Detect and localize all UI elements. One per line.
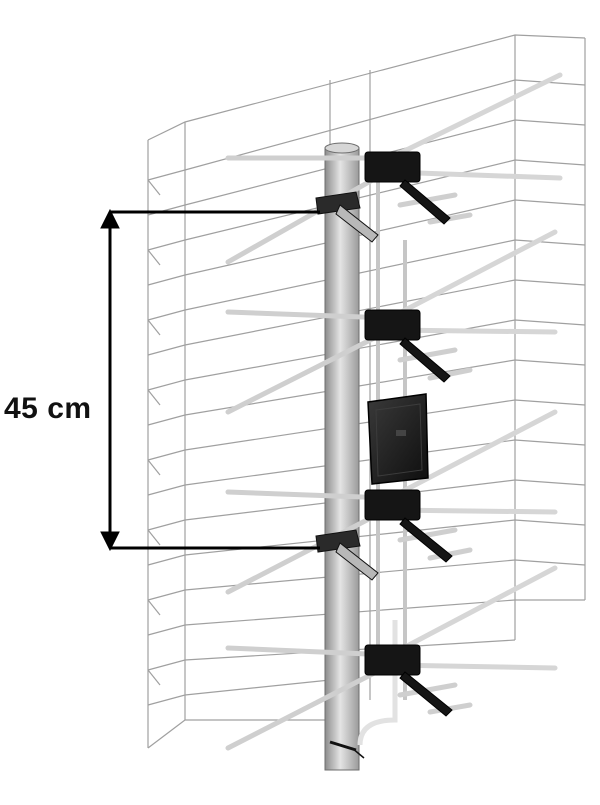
dimension-label: 45 cm	[4, 392, 92, 425]
dipole-brackets	[364, 151, 453, 717]
reflector-grid	[147, 34, 586, 749]
mast	[324, 142, 365, 771]
dimension-marker	[100, 208, 320, 552]
amplifier-box	[367, 393, 429, 485]
mast-clamps	[315, 191, 379, 581]
